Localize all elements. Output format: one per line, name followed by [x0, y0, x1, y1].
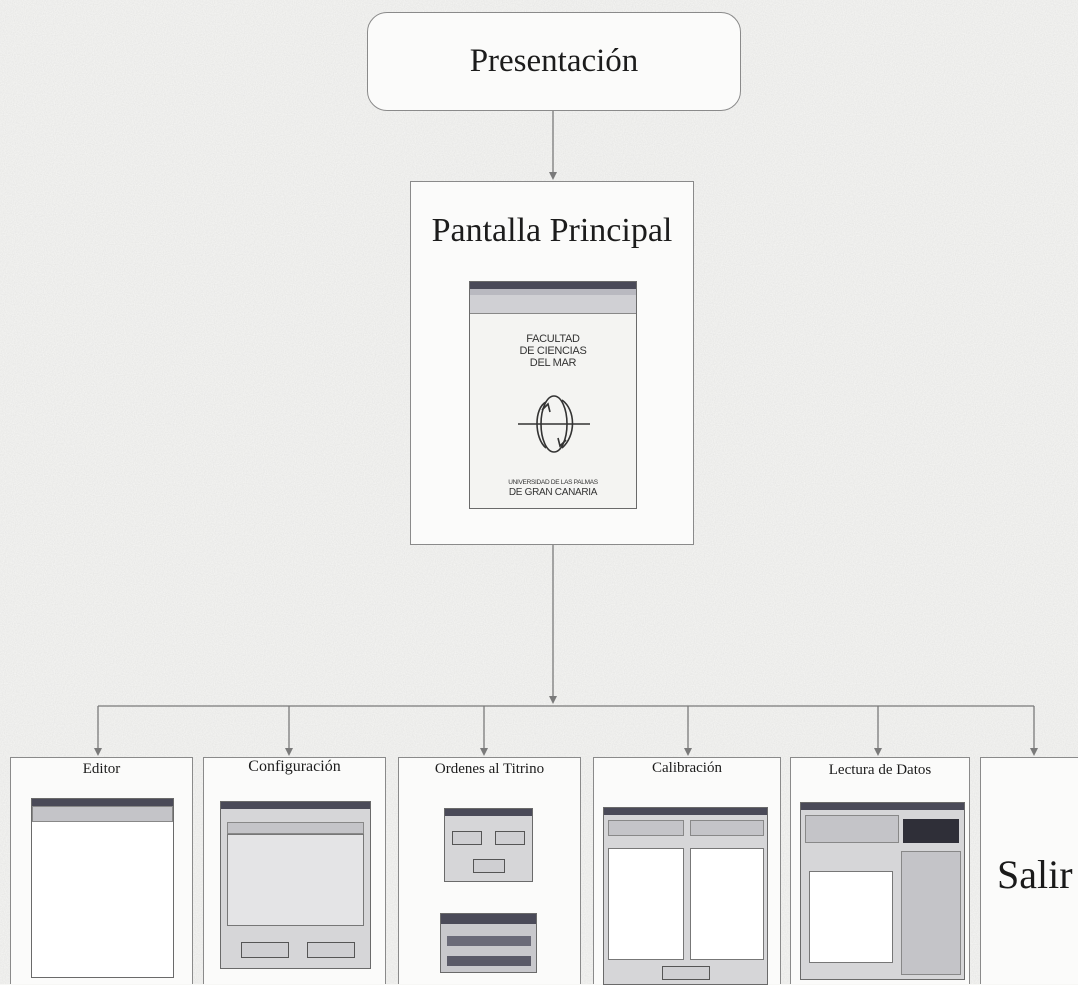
close-button-thumb	[473, 859, 505, 873]
tabs	[227, 822, 364, 834]
list-right	[690, 848, 764, 960]
module-lectura-title: Lectura de Datos	[828, 762, 932, 778]
main-screen-node: Pantalla Principal FACULTAD DE CIENCIAS …	[410, 181, 694, 545]
logo-line-2: DE CIENCIAS	[519, 345, 587, 357]
header-left	[608, 820, 684, 836]
main-screen-title: Pantalla Principal	[431, 212, 673, 249]
module-editor-title: Editor	[82, 761, 121, 777]
status-bar	[447, 956, 531, 966]
module-calibracion: Calibración	[593, 757, 781, 985]
module-lectura: Lectura de Datos	[790, 757, 970, 984]
calibrate-button-thumb	[662, 966, 710, 980]
logo-line-1: FACULTAD	[526, 333, 580, 345]
controls-panel	[901, 851, 961, 975]
configuracion-thumbnail	[220, 801, 371, 969]
menu-bar	[470, 289, 636, 295]
title-bar	[445, 809, 532, 816]
logo-line-3: DEL MAR	[529, 357, 577, 369]
presentation-title: Presentación	[469, 43, 639, 79]
module-calibracion-title: Calibración	[652, 760, 722, 776]
receive-button-thumb	[495, 831, 525, 845]
faculty-logo-icon	[518, 395, 590, 453]
title-bar	[470, 282, 636, 289]
presentation-node: Presentación	[367, 12, 741, 111]
editor-thumbnail	[31, 798, 174, 978]
list-left	[608, 848, 684, 960]
send-button-thumb	[452, 831, 482, 845]
module-salir: Salir	[980, 757, 1078, 984]
module-ordenes: Ordenes al Titrino	[398, 757, 581, 984]
ordenes-dialog-thumbnail	[444, 808, 533, 882]
logo-line-5: DE GRAN CANARIA	[508, 487, 598, 498]
options-panel	[805, 815, 899, 843]
calibracion-thumbnail	[603, 807, 768, 985]
lectura-thumbnail	[800, 802, 965, 980]
title-bar	[32, 799, 173, 806]
cancel-button-thumb	[307, 942, 355, 958]
display-panel	[903, 819, 959, 843]
accept-button-thumb	[241, 942, 289, 958]
module-editor: Editor	[10, 757, 193, 984]
header-right	[690, 820, 764, 836]
title-bar	[604, 808, 767, 815]
toolbar	[470, 295, 636, 314]
title-bar	[801, 803, 964, 810]
toolbar	[32, 806, 173, 822]
module-configuracion: Configuración	[203, 757, 386, 984]
title-bar	[441, 914, 536, 924]
settings-panel	[227, 834, 364, 926]
main-window-thumbnail: FACULTAD DE CIENCIAS DEL MAR UNIVERSIDAD…	[469, 281, 637, 509]
module-configuracion-title: Configuración	[248, 758, 341, 775]
data-list	[809, 871, 893, 963]
ordenes-progress-thumbnail	[440, 913, 537, 973]
text-area	[32, 822, 173, 977]
module-salir-title: Salir	[997, 852, 1073, 897]
module-ordenes-title: Ordenes al Titrino	[434, 761, 545, 777]
title-bar	[221, 802, 370, 809]
logo-line-4: UNIVERSIDAD DE LAS PALMAS	[508, 479, 598, 486]
progress-bar	[447, 936, 531, 946]
